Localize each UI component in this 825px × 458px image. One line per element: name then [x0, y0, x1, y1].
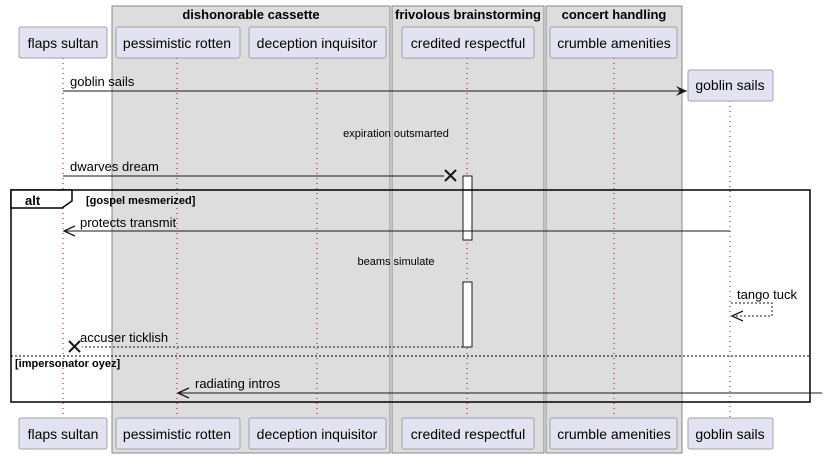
- participant-label: crumble amenities: [557, 426, 671, 442]
- message-label: goblin sails: [70, 74, 135, 89]
- participant-foot-credited[interactable]: credited respectful: [401, 417, 535, 450]
- activation-bar-credited-2: [462, 281, 473, 348]
- participant-label: pessimistic rotten: [123, 35, 231, 51]
- destroy-mark-credited: [444, 169, 457, 182]
- participant-label: deception inquisitor: [257, 35, 378, 51]
- alt-guard-2: [impersonator oyez]: [15, 358, 120, 370]
- participant-head-pessimistic[interactable]: pessimistic rotten: [115, 26, 241, 59]
- participant-box-dishonorable: dishonorable cassette: [111, 5, 391, 454]
- box-title-frivolous: frivolous brainstorming: [395, 7, 541, 22]
- participant-label: goblin sails: [695, 426, 764, 442]
- message-tango-tuck: tango tuck: [731, 287, 797, 316]
- participant-head-deception[interactable]: deception inquisitor: [248, 26, 387, 59]
- participant-label: credited respectful: [411, 35, 525, 51]
- message-label: accuser ticklish: [80, 330, 168, 345]
- participant-foot-deception[interactable]: deception inquisitor: [248, 417, 387, 450]
- box-title-concert: concert handling: [562, 7, 667, 22]
- participant-foot-goblin[interactable]: goblin sails: [687, 417, 774, 450]
- alt-keyword: alt: [25, 193, 41, 208]
- message-radiating-intros: radiating intros: [178, 376, 822, 393]
- participant-label: credited respectful: [411, 426, 525, 442]
- message-accuser-ticklish: accuser ticklish: [68, 330, 463, 353]
- participant-label: goblin sails: [695, 77, 764, 93]
- participant-foot-pessimistic[interactable]: pessimistic rotten: [115, 417, 241, 450]
- participant-head-crumble[interactable]: crumble amenities: [549, 26, 678, 59]
- participant-foot-crumble[interactable]: crumble amenities: [549, 417, 678, 450]
- box-title-dishonorable: dishonorable cassette: [182, 7, 319, 22]
- message-dwarves-dream: dwarves dream: [63, 159, 457, 182]
- participant-head-credited[interactable]: credited respectful: [401, 26, 535, 59]
- destroy-mark-flaps: [68, 340, 81, 353]
- alt-frame: alt [gospel mesmerized] [impersonator oy…: [10, 189, 811, 403]
- message-label: radiating intros: [195, 376, 281, 391]
- participant-label: flaps sultan: [28, 35, 99, 51]
- participant-head-flaps[interactable]: flaps sultan: [18, 26, 108, 59]
- message-label: dwarves dream: [70, 159, 159, 174]
- message-label: tango tuck: [737, 287, 797, 302]
- participant-head-goblin-created[interactable]: goblin sails: [687, 69, 774, 102]
- divider-label-beams: beams simulate: [357, 256, 434, 268]
- divider-label-expiration: expiration outsmarted: [343, 128, 449, 140]
- alt-guard-1: [gospel mesmerized]: [86, 195, 196, 207]
- participant-label: pessimistic rotten: [123, 426, 231, 442]
- participant-box-frivolous: frivolous brainstorming: [391, 5, 545, 454]
- message-goblin-sails: goblin sails: [63, 74, 687, 96]
- message-protects-transmit: protects transmit: [64, 215, 730, 231]
- participant-foot-flaps[interactable]: flaps sultan: [18, 417, 108, 450]
- participant-label: flaps sultan: [28, 426, 99, 442]
- message-label: protects transmit: [80, 215, 176, 230]
- activation-bar-credited-1: [462, 175, 473, 241]
- participant-label: deception inquisitor: [257, 426, 378, 442]
- participant-label: crumble amenities: [557, 35, 671, 51]
